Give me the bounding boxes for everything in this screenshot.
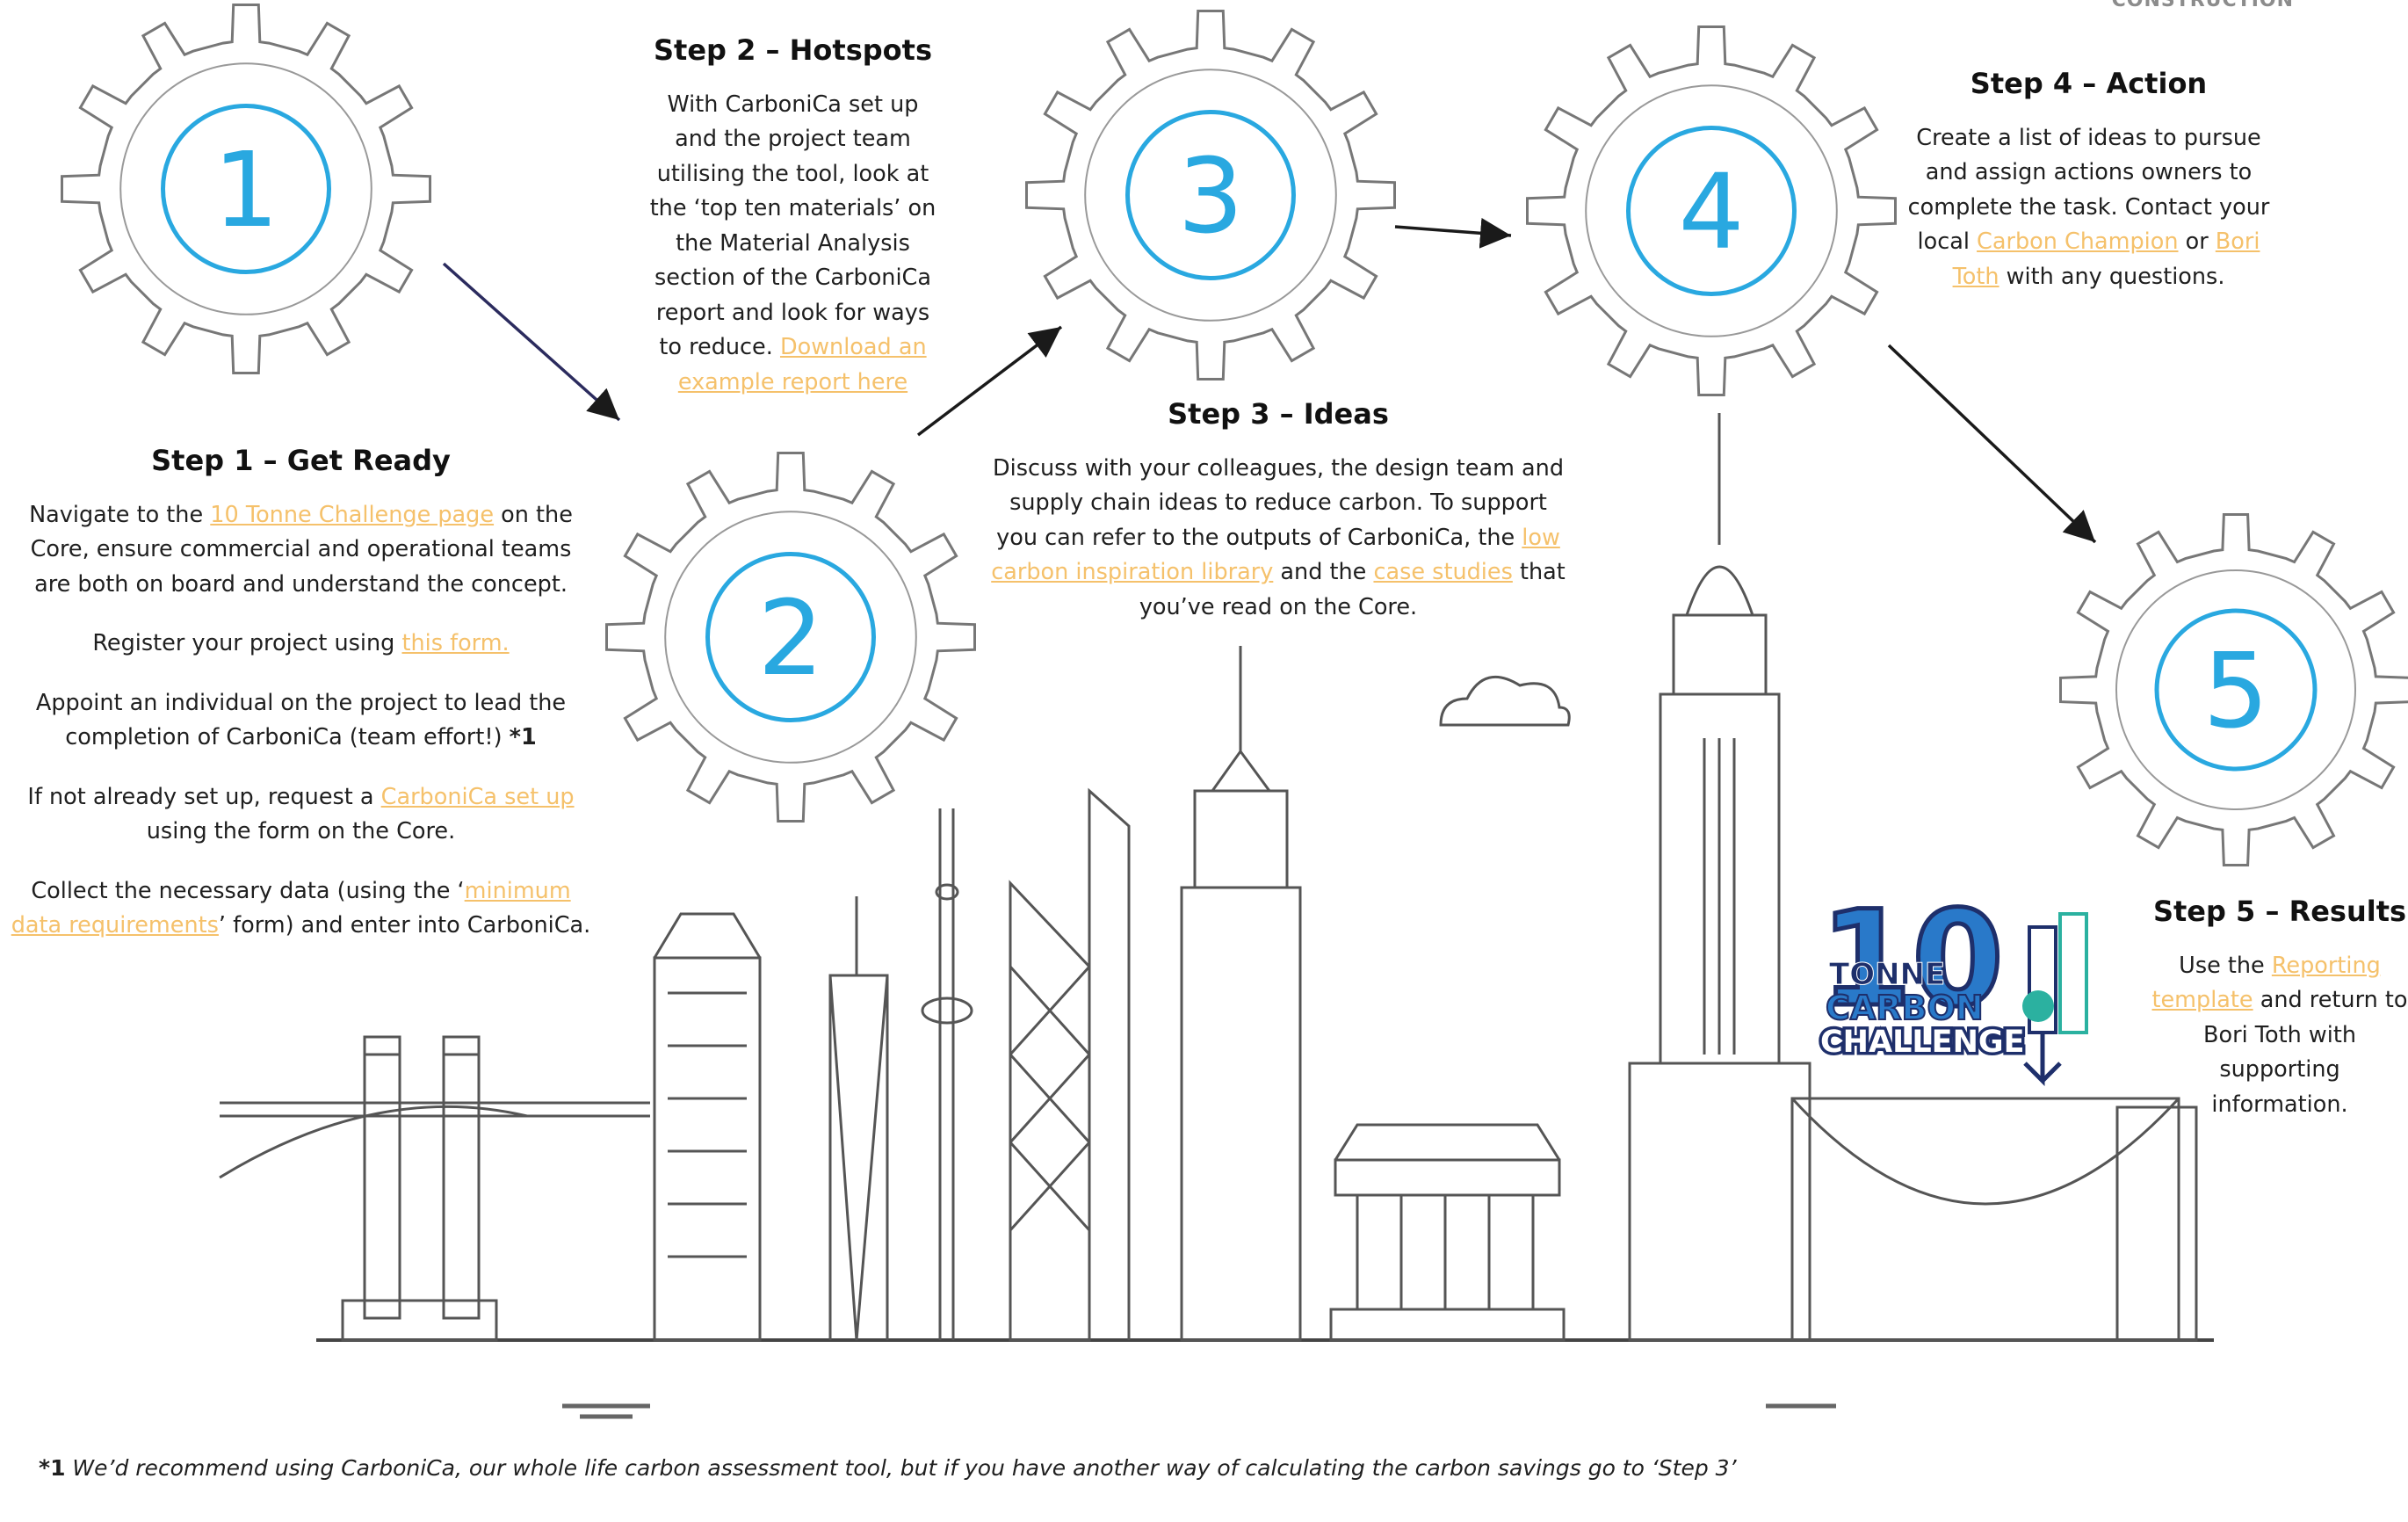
footnote-text: We’d recommend using CarboniCa, our whol… — [65, 1455, 1737, 1481]
step-1-paragraph-4: If not already set up, request a Carboni… — [27, 783, 575, 845]
gear-outline — [61, 4, 431, 374]
tonne-challenge-page-link[interactable]: 10 Tonne Challenge page — [210, 501, 495, 528]
step-1-paragraph-1: Navigate to the 10 Tonne Challenge page … — [29, 501, 573, 598]
step-1-paragraph-3: Appoint an individual on the project to … — [35, 689, 567, 751]
gear-number-label: 1 — [213, 129, 278, 250]
arrow-4-to-5 — [1887, 344, 2097, 544]
carbon-champion-link[interactable]: Carbon Champion — [1977, 228, 2179, 255]
register-form-link[interactable]: this form. — [401, 630, 510, 656]
gear-number-label: 5 — [2202, 630, 2268, 751]
gear-number-circle — [1626, 126, 1797, 296]
step-3-paragraph: Discuss with your colleagues, the design… — [991, 454, 1566, 620]
gear-number-circle — [161, 104, 331, 274]
minimum-data-requirements-link[interactable]: minimum data requirements — [11, 877, 571, 939]
step-1-heading: Step 1 – Get Ready — [151, 444, 451, 477]
gear-outline — [1526, 25, 1897, 396]
gear-number-circle — [1125, 110, 1296, 280]
step-4-heading: Step 4 – Action — [1970, 67, 2208, 100]
step-3-panel: Step 3 – Ideas Discuss with your colleag… — [988, 397, 1568, 649]
gear-outline — [2059, 513, 2408, 866]
case-studies-link[interactable]: case studies — [1373, 559, 1513, 585]
step-3-heading: Step 3 – Ideas — [1168, 397, 1389, 431]
gear-number-label: 3 — [1177, 135, 1243, 257]
carbonica-setup-link[interactable]: CarboniCa set up — [380, 783, 575, 810]
footnote-marker: *1 — [39, 1455, 66, 1481]
gear-2: 2 — [605, 452, 976, 823]
footnote-ref: *1 — [509, 724, 537, 750]
bori-toth-link[interactable]: Bori Toth — [1952, 228, 2260, 290]
arrow-1-to-2 — [442, 262, 621, 422]
gear-4: 4 — [1526, 25, 1897, 396]
gear-1: 1 — [61, 4, 431, 374]
gear-5: 5 — [2059, 513, 2408, 866]
gear-outline — [605, 452, 976, 823]
logo-number: 10 — [1820, 901, 2004, 1036]
gear-inner-ring — [1084, 69, 1337, 322]
gear-inner-ring — [664, 511, 917, 764]
logo-line-2: CARBON — [1826, 989, 1984, 1027]
logo-line-1: TONNE — [1829, 957, 1945, 992]
step-5-paragraph: Use the Reporting template and return to… — [2151, 952, 2408, 1118]
gear-number-label: 2 — [757, 577, 823, 699]
brand-label: CONSTRUCTION — [2111, 0, 2294, 11]
step-2-heading: Step 2 – Hotspots — [654, 33, 932, 67]
arrow-3-to-4 — [1394, 217, 1512, 249]
gear-inner-ring — [119, 62, 372, 315]
step-2-panel: Step 2 – Hotspots With CarboniCa set up … — [646, 33, 940, 424]
gear-inner-ring — [2115, 569, 2356, 810]
arrow-2-to-3 — [916, 325, 1063, 437]
gear-number-circle — [705, 552, 876, 722]
footnote: *1 We’d recommend using CarboniCa, our w… — [39, 1452, 1737, 1485]
10-tonne-carbon-challenge-logo: 10 TONNE CARBON CHALLENGE — [1819, 901, 2088, 1087]
gear-3: 3 — [1025, 10, 1396, 380]
example-report-link[interactable]: Download an example report here — [677, 334, 927, 395]
step-1-paragraph-5: Collect the necessary data (using the ‘m… — [11, 877, 591, 939]
step-2-paragraph: With CarboniCa set up and the project te… — [649, 91, 936, 395]
reporting-template-link[interactable]: Reporting template — [2151, 952, 2381, 1014]
step-4-paragraph: Create a list of ideas to pursue and ass… — [1907, 124, 2270, 290]
logo-line-3: CHALLENGE — [1820, 1025, 2025, 1060]
step-4-panel: Step 4 – Action Create a list of ideas t… — [1902, 67, 2275, 319]
gear-outline — [1025, 10, 1396, 380]
step-5-heading: Step 5 – Results — [2152, 895, 2407, 928]
step-1-panel: Step 1 – Get Ready Navigate to the 10 To… — [9, 444, 593, 968]
low-carbon-library-link[interactable]: low carbon inspiration library — [991, 524, 1560, 586]
step-5-panel: Step 5 – Results Use the Reporting templ… — [2148, 895, 2408, 1147]
step-1-paragraph-2: Register your project using this form. — [92, 630, 510, 656]
gear-inner-ring — [1585, 84, 1838, 337]
gear-number-circle — [2154, 608, 2318, 772]
gear-number-label: 4 — [1678, 151, 1744, 272]
